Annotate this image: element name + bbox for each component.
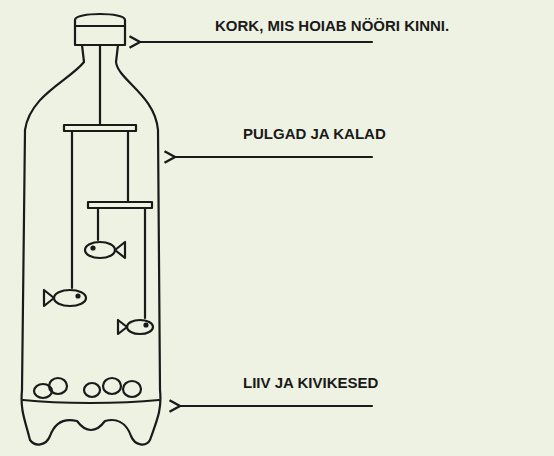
callout-label: LIIV JA KIVIKESED: [243, 375, 378, 392]
fish: [85, 242, 125, 258]
bottle-outline: [22, 45, 161, 445]
leader-arrow: [180, 405, 372, 407]
stick: [64, 125, 136, 131]
fish: [44, 290, 86, 306]
leader-arrow: [140, 41, 372, 43]
fish: [118, 320, 153, 334]
callout-label: PULGAD JA KALAD: [243, 126, 386, 143]
callout-label: KORK, MIS HOIAB NÖÖRI KINNI.: [215, 18, 449, 35]
sand-line: [23, 400, 159, 403]
bottle-cap: [75, 14, 125, 45]
leader-arrow: [175, 156, 372, 158]
stick: [88, 202, 152, 208]
